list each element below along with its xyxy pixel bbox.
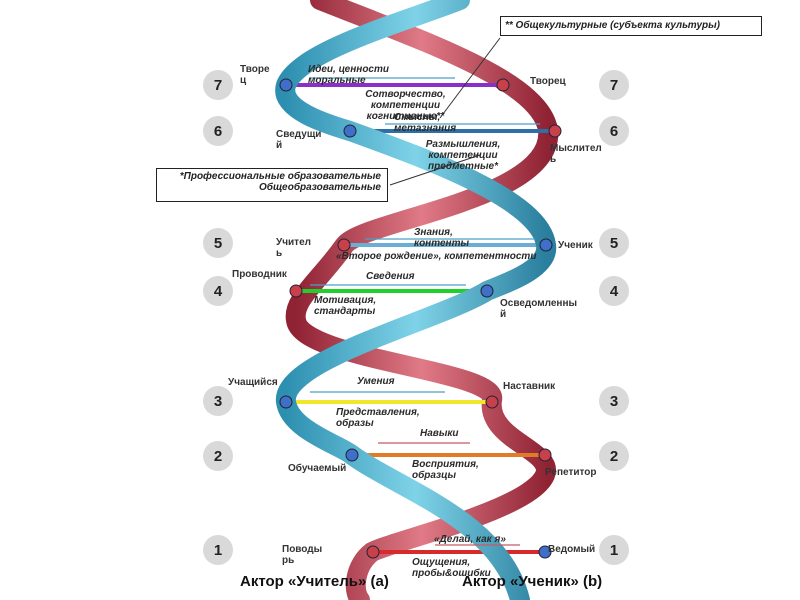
level-left-5: 5 (203, 228, 233, 258)
helix-rungs (286, 83, 555, 554)
callout-leader-mid (389, 154, 481, 186)
level-right-6: 6 (599, 116, 629, 146)
right-role-5: Ученик (558, 240, 593, 251)
node-left-7 (279, 78, 293, 92)
right-role-1: Ведомый (548, 544, 596, 555)
right-role-3: Наставник (503, 381, 556, 392)
level-right-3: 3 (599, 386, 629, 416)
node-left-1 (366, 545, 380, 559)
level-right-2: 2 (599, 441, 629, 471)
level-right-4: 4 (599, 276, 629, 306)
annotation-cocreation: Сотворчество, компетенции когнитивные** (365, 89, 446, 122)
right-role-4: Осведомленный (500, 298, 578, 320)
annotation-habits: Навыки (420, 428, 459, 439)
annotation-motivation: Мотивация, стандарты (314, 295, 377, 317)
annotation-perceptions: Восприятия, образцы (412, 459, 479, 481)
annotation-sensations: Ощущения, пробы&ошибки (412, 557, 491, 579)
actor-student: Актор «Ученик» (b) (462, 573, 603, 590)
node-right-1 (538, 545, 552, 559)
node-right-2 (538, 448, 552, 462)
left-role-2: Обучаемый (288, 463, 347, 474)
annotation-do-as: «Делай, как я» (434, 534, 506, 545)
level-right-5: 5 (599, 228, 629, 258)
node-right-3 (485, 395, 499, 409)
left-role-6: Сведущий (276, 129, 322, 151)
right-role-2: Репетитор (545, 467, 597, 478)
right-role-6: Мыслитель (550, 143, 602, 165)
annotation-info: Сведения (366, 271, 415, 282)
callout-general-culture: ** Общекультурные (субъекта культуры) (500, 16, 762, 36)
callout-professional: *Профессиональные образовательные Общеоб… (156, 168, 388, 202)
node-left-6 (343, 124, 357, 138)
level-left-6: 6 (203, 116, 233, 146)
node-left-3 (279, 395, 293, 409)
annotation-second-birth: «Второе рождение», компетентности (336, 251, 537, 262)
helix-nodes (279, 78, 562, 559)
level-left-2: 2 (203, 441, 233, 471)
annotation-reflection: Размышления, компетенции предметные* (425, 139, 501, 172)
level-right-7: 7 (599, 70, 629, 100)
level-right-1: 1 (599, 535, 629, 565)
right-role-7: Творец (530, 76, 566, 87)
annotation-representations: Представления, образы (336, 407, 420, 429)
level-left-3: 3 (203, 386, 233, 416)
annotation-ideas: Идеи, ценности моральные (308, 64, 389, 86)
node-right-6 (548, 124, 562, 138)
node-right-4 (480, 284, 494, 298)
annotation-skills: Умения (357, 376, 395, 387)
node-right-5 (539, 238, 553, 252)
left-role-7: Творец (240, 64, 270, 86)
left-role-1: Поводырь (282, 544, 323, 566)
annotation-knowledge: Знания, контенты (414, 227, 470, 249)
level-left-1: 1 (203, 535, 233, 565)
node-left-5 (337, 238, 351, 252)
actor-teacher: Актор «Учитель» (а) (240, 573, 389, 590)
annotation-arrows (310, 77, 540, 546)
node-left-2 (345, 448, 359, 462)
level-left-7: 7 (203, 70, 233, 100)
node-right-7 (496, 78, 510, 92)
callout-leader-top (439, 37, 501, 119)
level-left-4: 4 (203, 276, 233, 306)
left-role-5: Учитель (276, 237, 311, 259)
node-left-4 (289, 284, 303, 298)
annotation-meanings: Смыслы, метазнания (394, 112, 457, 134)
left-role-3: Учащийся (228, 377, 278, 388)
left-role-4: Проводник (232, 269, 287, 280)
